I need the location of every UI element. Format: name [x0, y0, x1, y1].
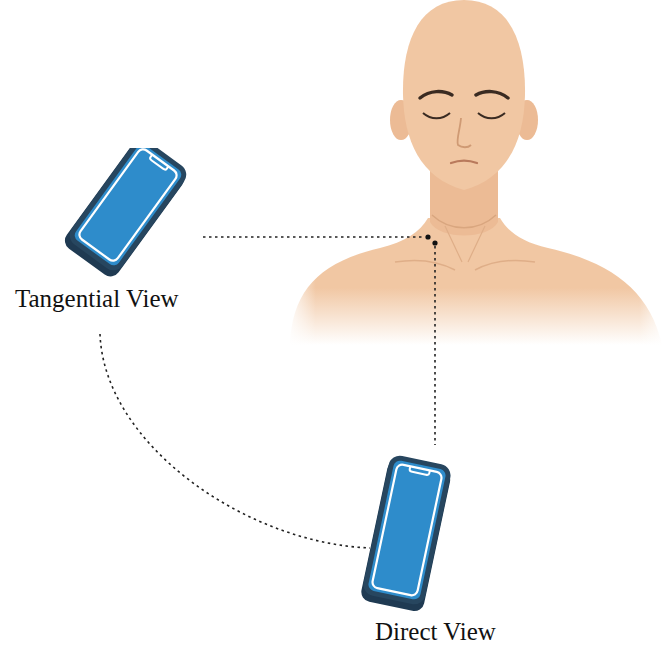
view-label: Tangential View — [15, 285, 179, 313]
phone-icon — [360, 452, 530, 647]
dotted-arc — [100, 334, 370, 548]
phone-node: Direct View — [360, 452, 530, 647]
view-label: Direct View — [375, 618, 496, 646]
phone-node: Tangential View — [10, 148, 210, 334]
